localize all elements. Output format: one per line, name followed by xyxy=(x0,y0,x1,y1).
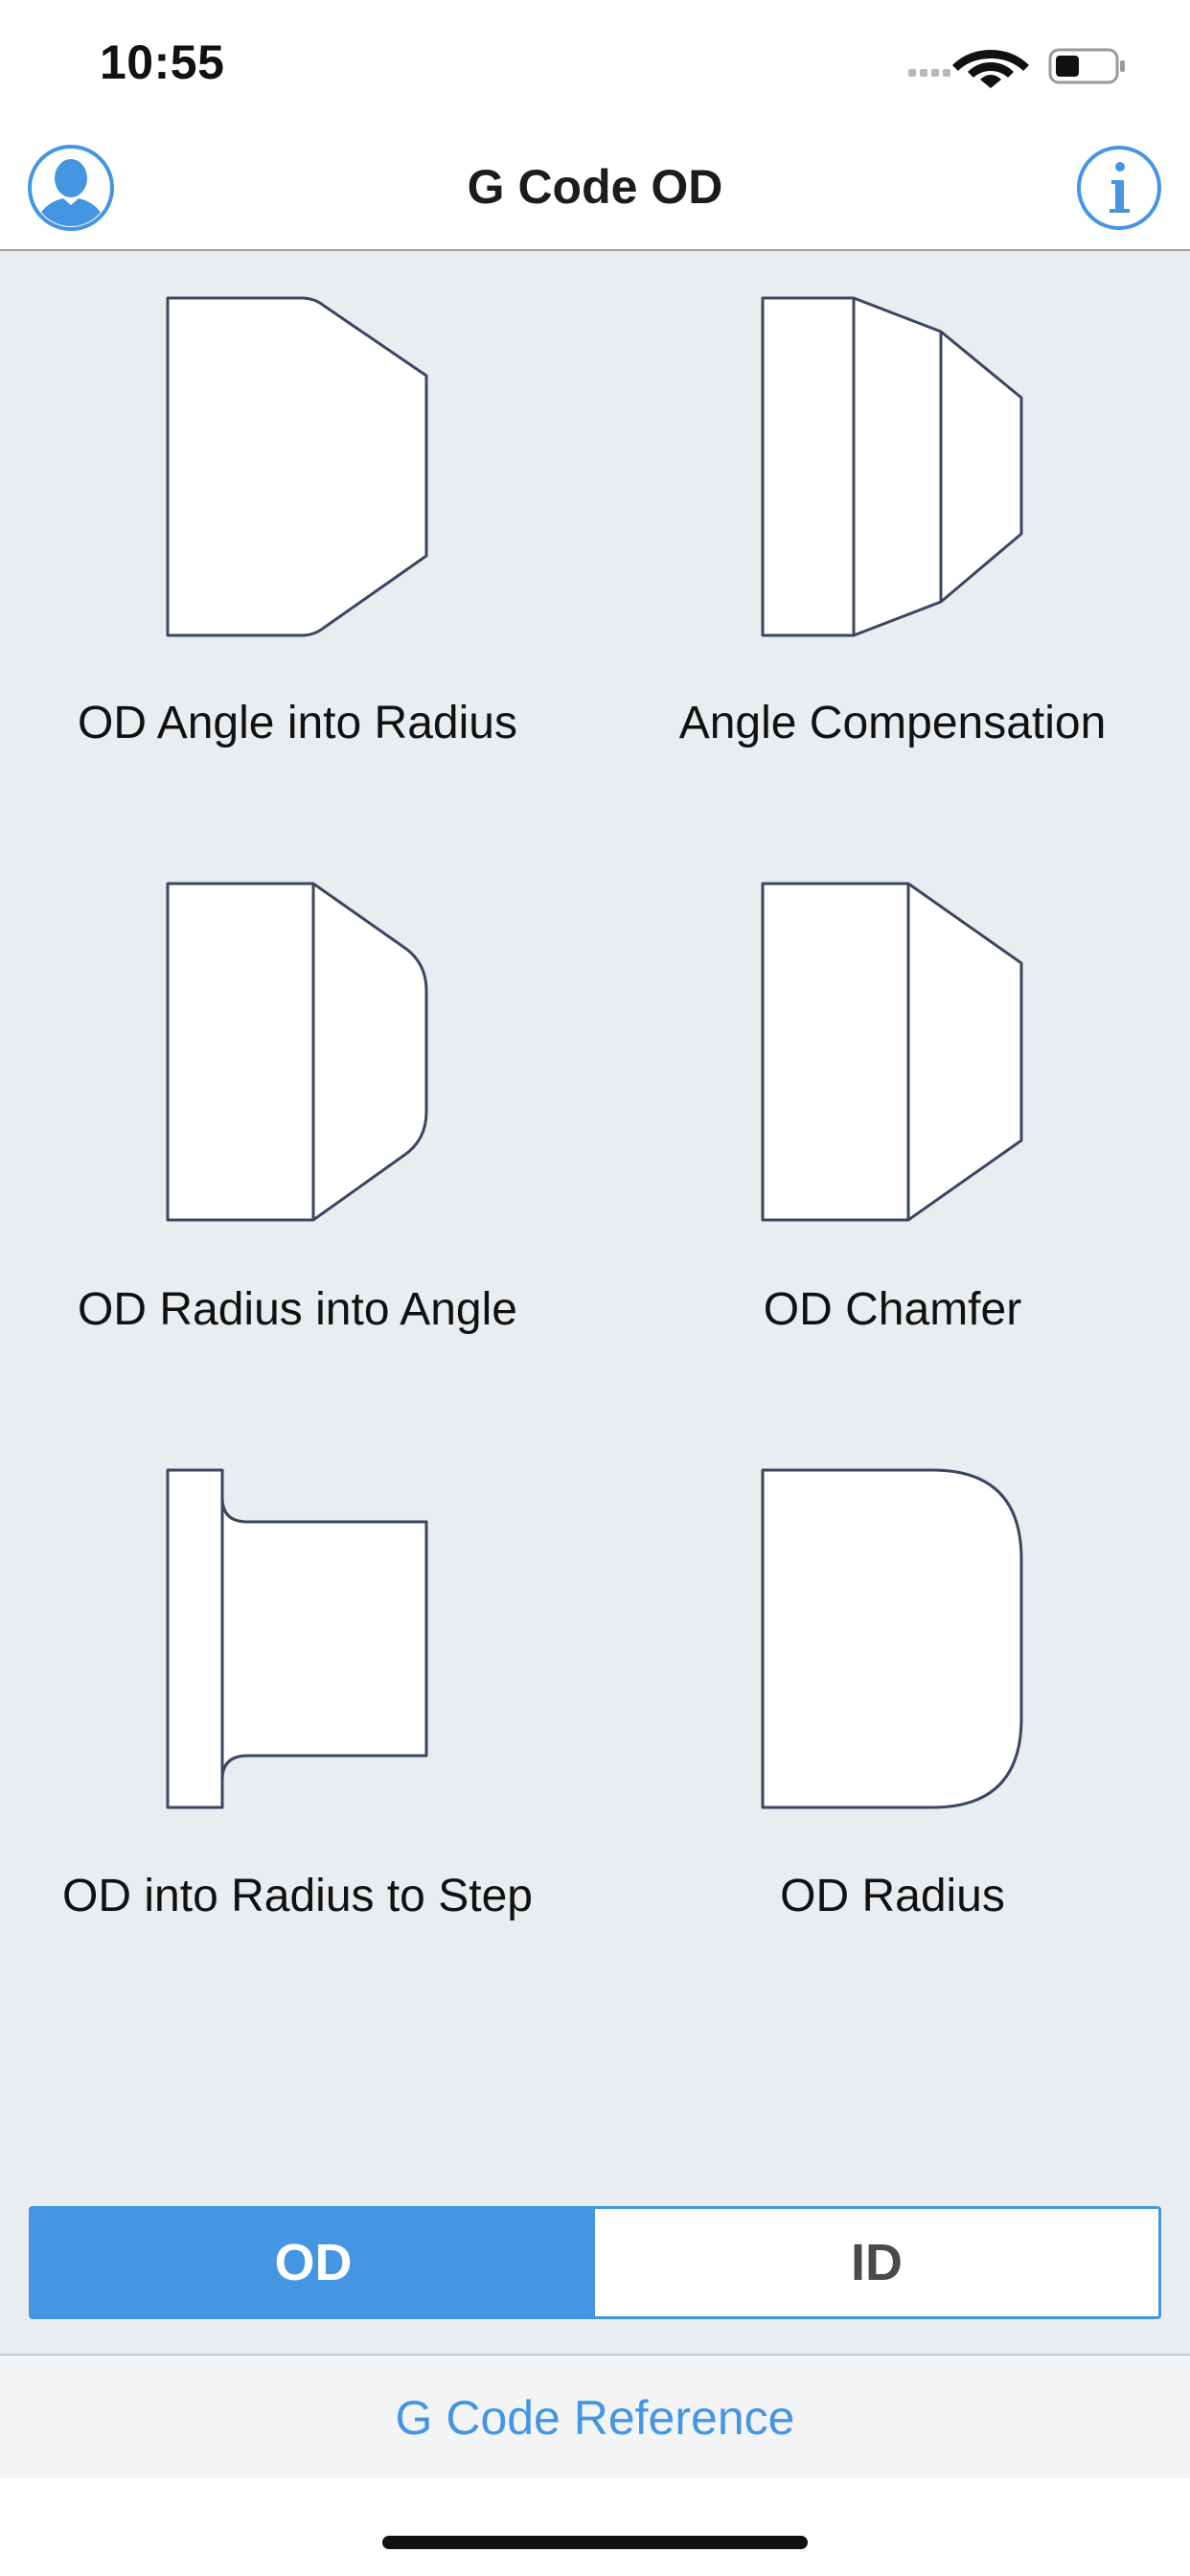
tile-od-chamfer[interactable]: OD Chamfer xyxy=(595,838,1190,1424)
angle-compensation-diagram xyxy=(761,296,1023,637)
tile-od-angle-into-radius[interactable]: OD Angle into Radius xyxy=(0,251,595,838)
battery-icon xyxy=(1048,48,1125,84)
tile-label: OD Chamfer xyxy=(763,1284,1022,1335)
od-angle-into-radius-diagram xyxy=(166,296,428,637)
info-icon xyxy=(1077,146,1161,230)
cellular-signal-icon xyxy=(908,69,950,77)
segment-id[interactable]: ID xyxy=(595,2209,1158,2316)
info-button[interactable] xyxy=(1075,144,1163,232)
wifi-icon xyxy=(952,50,1029,88)
tile-label: OD into Radius to Step xyxy=(62,1871,533,1921)
od-chamfer-diagram xyxy=(761,882,1023,1222)
tile-od-radius-into-angle[interactable]: OD Radius into Angle xyxy=(0,838,595,1424)
home-indicator-area xyxy=(0,2478,1190,2576)
od-radius-into-angle-diagram xyxy=(166,882,428,1222)
od-radius-diagram xyxy=(761,1468,1023,1809)
g-code-reference-link[interactable]: G Code Reference xyxy=(395,2391,795,2445)
tile-label: OD Radius into Angle xyxy=(78,1284,517,1335)
tile-label: OD Angle into Radius xyxy=(78,698,517,748)
footer-bar: G Code Reference xyxy=(0,2354,1190,2478)
nav-bar: G Code OD xyxy=(0,126,1190,251)
od-id-segmented-control: OD ID xyxy=(29,2206,1161,2319)
home-indicator[interactable] xyxy=(382,2536,808,2549)
tile-od-into-radius-to-step[interactable]: OD into Radius to Step xyxy=(0,1424,595,2011)
tile-angle-compensation[interactable]: Angle Compensation xyxy=(595,251,1190,838)
status-bar: 10:55 xyxy=(0,0,1190,126)
profile-button[interactable] xyxy=(27,144,115,232)
status-icons xyxy=(908,48,1125,88)
tile-od-radius[interactable]: OD Radius xyxy=(595,1424,1190,2011)
status-time: 10:55 xyxy=(100,35,225,89)
page-title: G Code OD xyxy=(467,160,723,214)
segment-od[interactable]: OD xyxy=(32,2209,595,2316)
operation-grid: OD Angle into Radius Angle Compensation … xyxy=(0,251,1190,2354)
tile-label: Angle Compensation xyxy=(678,698,1107,748)
od-into-radius-to-step-diagram xyxy=(166,1468,428,1809)
user-profile-icon xyxy=(28,145,114,231)
tile-label: OD Radius xyxy=(780,1871,1005,1921)
